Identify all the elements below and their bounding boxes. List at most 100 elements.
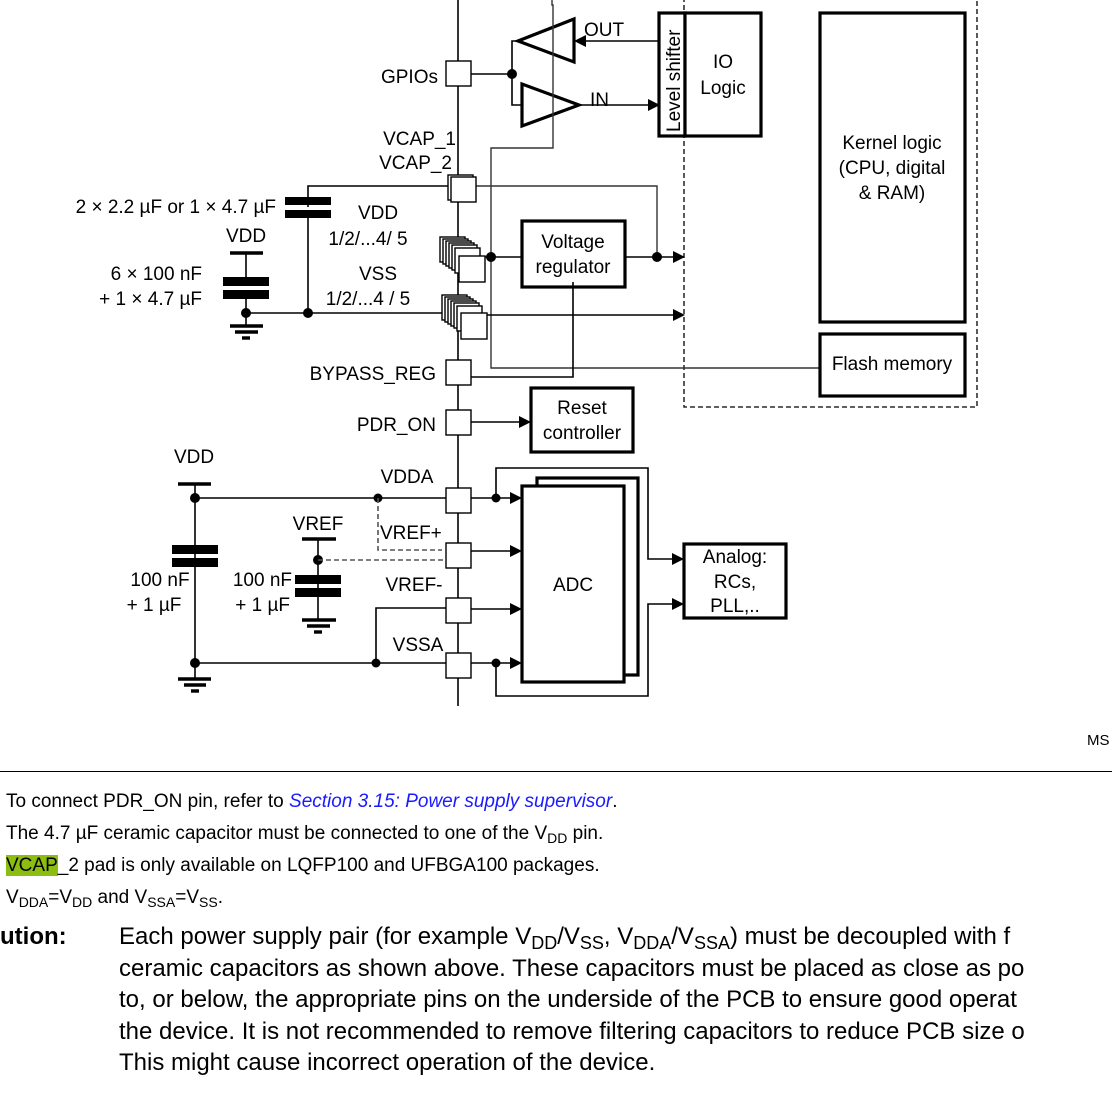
regulator-label-2: regulator: [536, 257, 612, 278]
in-label: IN: [590, 90, 609, 111]
vdda-to-vref-optional: [377, 498, 442, 551]
flash-memory-block: [818, 332, 967, 398]
bypass-reg-wire: [471, 282, 574, 378]
bypass-reg-label: BYPASS_REG: [310, 364, 436, 385]
caution-line-4: the device. It is not recommended to rem…: [119, 1017, 1025, 1045]
highlighted-text: VCAP: [6, 855, 58, 876]
vcap2-label: VCAP_2: [379, 153, 452, 174]
analog-label-2: RCs,: [714, 572, 756, 593]
out-label: OUT: [584, 20, 625, 41]
gpio-pad: [445, 60, 472, 87]
vssa-pad: [445, 652, 472, 679]
analog-ground-arrow-icon: [672, 598, 684, 610]
in-arrow-icon: [648, 99, 660, 111]
analog-cap-plate-top: [172, 545, 218, 554]
reset-controller-block: [529, 386, 635, 454]
figure-notes: To connect PDR_ON pin, refer to Section …: [6, 786, 617, 914]
analog-block: [682, 542, 788, 620]
vdd-cap-value-1: 6 × 100 nF: [111, 264, 202, 285]
vref-label: VREF: [293, 514, 344, 535]
vss-pad-stack: [441, 294, 488, 340]
reset-label-2: controller: [543, 423, 622, 444]
vdd-pins-range: 1/2/...4/ 5: [328, 229, 407, 250]
vcap1-pad: [450, 176, 477, 203]
vref-cap-plate-bottom: [295, 588, 341, 597]
vss-pins-range: 1/2/...4 / 5: [326, 289, 411, 310]
vref-cap-value-1: 100 nF: [233, 570, 292, 591]
vdd-analog-label: VDD: [174, 447, 214, 468]
section-link[interactable]: Section 3.15: Power supply supervisor: [289, 791, 613, 812]
supply-wire-io: [490, 0, 820, 369]
vdd-pad-stack: [439, 236, 486, 283]
core-ground-arrow-icon: [673, 309, 685, 321]
voltage-regulator-block: [520, 219, 627, 289]
adc-block: [520, 484, 626, 684]
note-4: VDDA=VDD and VSSA=VSS.: [6, 887, 223, 910]
vss-pins-label: VSS: [359, 264, 397, 285]
power-supply-diagram: GPIOs OUT IN Level shifter IO Logic Kern…: [76, 0, 978, 706]
vref-plus-pad: [445, 542, 472, 569]
vcap1-label: VCAP_1: [383, 129, 456, 150]
kernel-logic-block: [818, 11, 967, 324]
caution-line-1: Each power supply pair (for example VDD/…: [119, 923, 1011, 953]
vcap-cap-plate-top: [285, 197, 331, 205]
gpio-label: GPIOs: [381, 67, 438, 88]
core-domain-boundary: [683, 0, 978, 408]
vssa-junction: [371, 658, 381, 668]
output-buffer: [513, 16, 576, 65]
core-supply-arrow-icon: [673, 251, 685, 263]
io-logic-block: [683, 11, 763, 138]
vssa-label: VSSA: [393, 635, 444, 656]
figure-id: MS: [1087, 732, 1110, 749]
vdd-cap-plate-bottom: [223, 290, 269, 299]
note-2: The 4.7 µF ceramic capacitor must be con…: [6, 823, 604, 846]
io-logic-label-2: Logic: [700, 78, 745, 99]
analog-supply-arrow-icon: [672, 553, 684, 565]
vref-minus-pad: [445, 597, 472, 624]
regulator-label-1: Voltage: [541, 232, 604, 253]
vdd-pins-label: VDD: [358, 203, 398, 224]
reset-label-1: Reset: [557, 398, 607, 419]
note-1: To connect PDR_ON pin, refer to Section …: [6, 791, 618, 812]
divider: [0, 771, 1112, 772]
vref-plus-label: VREF+: [380, 523, 442, 544]
vcap-internal-wire: [476, 185, 658, 256]
pdr-arrow-icon: [519, 416, 531, 428]
vcap-cap-value: 2 × 2.2 µF or 1 × 4.7 µF: [76, 197, 276, 218]
input-buffer: [520, 81, 584, 129]
vdda-label: VDDA: [381, 467, 434, 488]
vssa-to-analog-wire: [495, 603, 674, 697]
pdr-on-pad: [445, 409, 472, 436]
vdd-cap-value-2: + 1 × 4.7 µF: [99, 289, 202, 310]
io-logic-label-1: IO: [713, 52, 733, 73]
caution-line-5: This might cause incorrect operation of …: [119, 1049, 656, 1076]
analog-cap-plate-bottom: [172, 558, 218, 567]
analog-label-3: PLL,..: [710, 596, 760, 617]
vdd-top-label: VDD: [226, 226, 266, 247]
analog-cap-value-2: + 1 µF: [127, 595, 182, 616]
vcap-cap-plate-bottom: [285, 210, 331, 218]
vdda-pad: [445, 487, 472, 514]
gpio-out-wire: [511, 40, 518, 74]
regulator-out-junction: [652, 252, 662, 262]
vref-minus-wire: [375, 607, 446, 663]
caution-line-3: to, or below, the appropriate pins on th…: [119, 986, 1017, 1013]
caution-text: Each power supply pair (for example VDD/…: [119, 921, 1112, 1079]
level-shifter-label: Level shifter: [664, 29, 685, 132]
flash-label: Flash memory: [832, 354, 953, 375]
vdd-junction: [486, 252, 496, 262]
out-arrow-icon: [574, 35, 586, 47]
analog-cap-value-1: 100 nF: [130, 570, 189, 591]
note-3: VCAP_2 pad is only available on LQFP100 …: [6, 855, 600, 876]
gpio-in-wire: [511, 74, 522, 106]
vref-cap-value-2: + 1 µF: [235, 595, 290, 616]
vrefp-arrow-icon: [510, 545, 522, 557]
caution-line-2: ceramic capacitors as shown above. These…: [119, 954, 1025, 982]
bypass-reg-pad: [445, 359, 472, 386]
vdda-to-analog-wire: [495, 467, 674, 560]
kernel-label-3: & RAM): [859, 183, 926, 204]
vref-minus-label: VREF-: [386, 575, 443, 596]
vrefm-arrow-icon: [510, 603, 522, 615]
vdd-cap-plate-top: [223, 277, 269, 286]
vssa-arrow-icon: [510, 657, 522, 669]
